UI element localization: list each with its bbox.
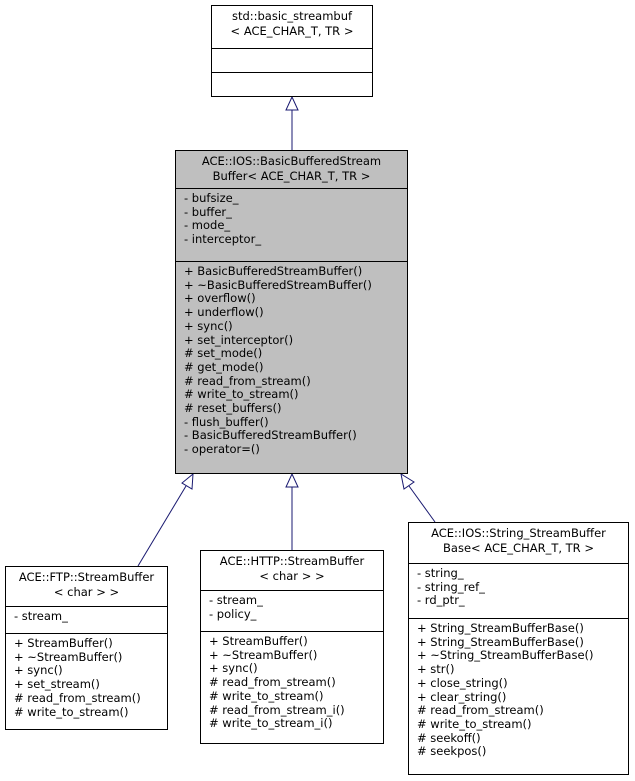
attributes-section: - bufsize_ - buffer_ - mode_ - intercept… xyxy=(176,188,407,261)
attribute: - mode_ xyxy=(184,218,231,233)
operation: + sync() xyxy=(184,318,233,333)
operation: # seekoff() xyxy=(417,730,481,745)
operation: + ~StreamBuffer() xyxy=(209,647,318,662)
operation: + sync() xyxy=(14,663,63,678)
attributes-section: - string_ - string_ref_ - rd_ptr_ xyxy=(409,563,628,618)
operations-section: + String_StreamBufferBase() + String_Str… xyxy=(409,618,628,761)
operations-section: + StreamBuffer() + ~StreamBuffer() + syn… xyxy=(201,631,383,733)
attribute: - buffer_ xyxy=(184,204,232,219)
operation: + String_StreamBufferBase() xyxy=(417,621,584,635)
operation: + set_stream() xyxy=(14,677,100,692)
operation: # read_from_stream() xyxy=(209,675,336,690)
class-title: ACE::FTP::StreamBuffer < char > > xyxy=(6,567,167,606)
attribute: - policy_ xyxy=(209,606,257,621)
arrowhead-main-center xyxy=(285,472,299,488)
operation: # write_to_stream() xyxy=(184,387,299,402)
operation: + ~BasicBufferedStreamBuffer() xyxy=(184,277,372,292)
operation: + ~String_StreamBufferBase() xyxy=(417,648,594,663)
operation: # get_mode() xyxy=(184,359,264,374)
attributes-section: - stream_ xyxy=(6,606,167,633)
operation: + str() xyxy=(417,662,455,677)
attribute: - stream_ xyxy=(14,609,68,623)
operation: - operator=() xyxy=(184,442,260,457)
arrowhead-main-right xyxy=(400,472,415,490)
operation: # seekpos() xyxy=(417,744,487,759)
class-name-line: std::basic_streambuf xyxy=(231,9,353,23)
operation: + sync() xyxy=(209,661,258,676)
class-title: ACE::IOS::BasicBufferedStream Buffer< AC… xyxy=(176,151,407,188)
operation: + BasicBufferedStreamBuffer() xyxy=(184,264,363,278)
edge-string-to-main xyxy=(408,485,436,523)
class-box-http-stream-buffer: ACE::HTTP::StreamBuffer < char > > - str… xyxy=(200,550,384,744)
class-box-ftp-stream-buffer: ACE::FTP::StreamBuffer < char > > - stre… xyxy=(5,566,168,730)
operation: + close_string() xyxy=(417,675,508,690)
operation: + set_interceptor() xyxy=(184,332,294,347)
class-title: ACE::IOS::String_StreamBuffer Base< ACE_… xyxy=(409,523,628,563)
operation: + underflow() xyxy=(184,305,264,320)
class-name-line: Base< ACE_CHAR_T, TR > xyxy=(443,541,594,555)
operation: # write_to_stream() xyxy=(417,716,532,731)
class-name-line: ACE::IOS::BasicBufferedStream xyxy=(201,154,382,168)
operation: - BasicBufferedStreamBuffer() xyxy=(184,428,357,443)
class-name-line: < char > > xyxy=(53,585,120,599)
attribute: - interceptor_ xyxy=(184,232,262,247)
operation: # read_from_stream() xyxy=(184,373,311,388)
operation: # read_from_stream() xyxy=(14,690,141,705)
class-box-basic-buffered-stream-buffer: ACE::IOS::BasicBufferedStream Buffer< AC… xyxy=(175,150,408,474)
class-name-line: < ACE_CHAR_T, TR > xyxy=(230,24,354,38)
class-box-basic-streambuf: std::basic_streambuf < ACE_CHAR_T, TR > xyxy=(211,5,373,97)
class-name-line: ACE::HTTP::StreamBuffer xyxy=(219,554,365,568)
operation: + ~StreamBuffer() xyxy=(14,649,123,664)
operation: # set_mode() xyxy=(184,346,263,361)
operation: # reset_buffers() xyxy=(184,401,282,416)
operations-section xyxy=(212,72,372,96)
operations-section: + BasicBufferedStreamBuffer() + ~BasicBu… xyxy=(176,261,407,459)
operation: # write_to_stream() xyxy=(209,688,324,703)
operation: + clear_string() xyxy=(417,689,507,704)
class-title: std::basic_streambuf < ACE_CHAR_T, TR > xyxy=(212,6,372,48)
operation: + String_StreamBufferBase() xyxy=(417,634,584,649)
attribute: - string_ xyxy=(417,566,464,580)
attribute: - rd_ptr_ xyxy=(417,593,465,608)
operation: # write_to_stream_i() xyxy=(209,716,333,731)
operation: + StreamBuffer() xyxy=(14,636,113,650)
arrowhead-base xyxy=(285,95,299,111)
attribute: - string_ref_ xyxy=(417,579,485,594)
class-box-string-stream-buffer-base: ACE::IOS::String_StreamBuffer Base< ACE_… xyxy=(408,522,629,775)
edge-ftp-to-main xyxy=(137,485,187,567)
operation: # read_from_stream_i() xyxy=(209,702,345,717)
operation: + overflow() xyxy=(184,291,256,306)
arrowhead-main-left xyxy=(181,472,194,490)
operation: # read_from_stream() xyxy=(417,703,544,718)
attribute: - stream_ xyxy=(209,593,263,607)
attribute: - bufsize_ xyxy=(184,191,239,205)
class-name-line: Buffer< ACE_CHAR_T, TR > xyxy=(212,169,371,183)
class-name-line: ACE::FTP::StreamBuffer xyxy=(18,570,155,584)
class-title: ACE::HTTP::StreamBuffer < char > > xyxy=(201,551,383,590)
attributes-section: - stream_ - policy_ xyxy=(201,590,383,631)
operation: - flush_buffer() xyxy=(184,414,269,429)
class-name-line: < char > > xyxy=(259,569,325,583)
operation: # write_to_stream() xyxy=(14,704,129,719)
operation: + StreamBuffer() xyxy=(209,634,308,648)
class-name-line: ACE::IOS::String_StreamBuffer xyxy=(431,526,606,540)
operations-section: + StreamBuffer() + ~StreamBuffer() + syn… xyxy=(6,633,167,721)
attributes-section xyxy=(212,48,372,72)
